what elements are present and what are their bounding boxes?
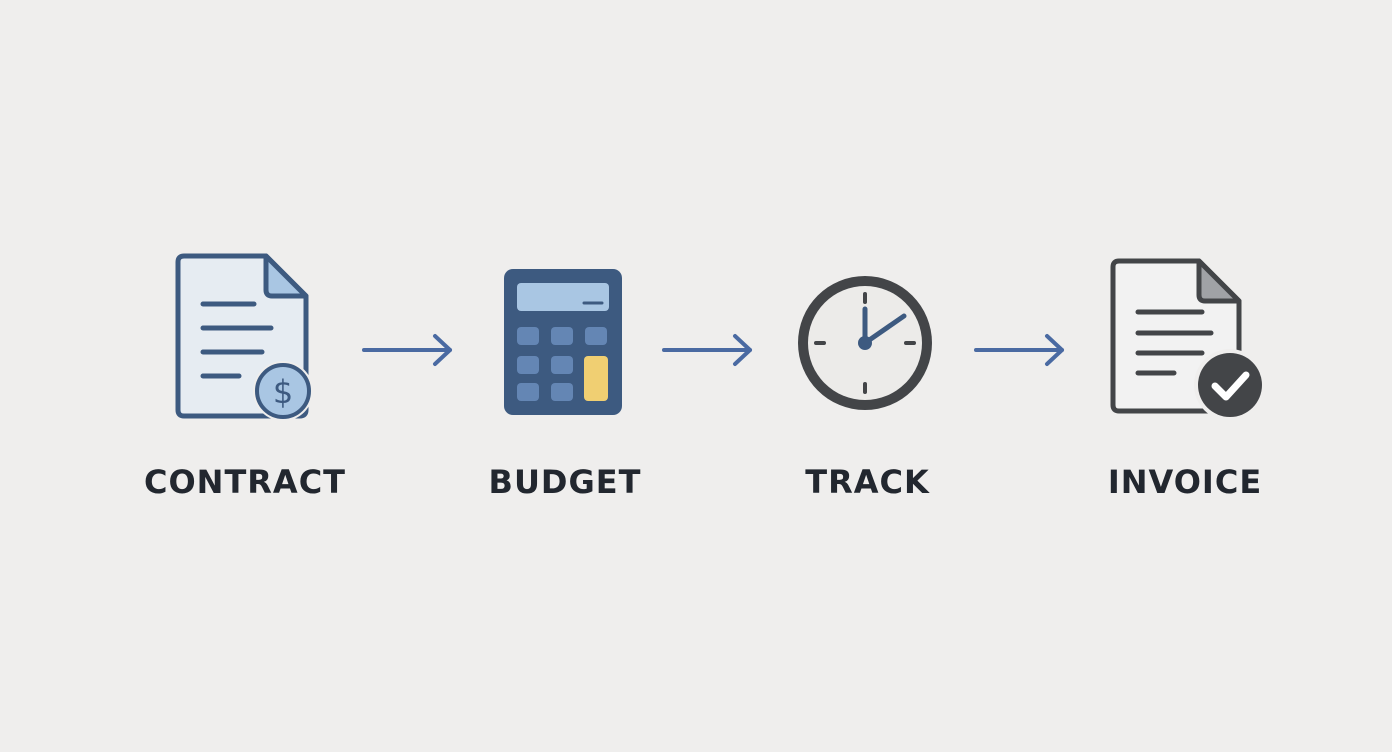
arrow-right-icon (362, 334, 452, 366)
arrow-right-icon (662, 334, 752, 366)
clock-icon (798, 276, 932, 410)
step-label-budget: BUDGET (488, 463, 642, 501)
step-label-invoice: INVOICE (1107, 463, 1263, 501)
contract-dollar-icon: $ (175, 253, 313, 421)
calculator-icon (504, 269, 622, 415)
invoice-check-icon (1110, 258, 1266, 421)
step-label-track: TRACK (805, 463, 930, 501)
svg-text:$: $ (273, 373, 293, 411)
arrow-right-icon (974, 334, 1064, 366)
step-label-contract: CONTRACT (143, 463, 346, 501)
